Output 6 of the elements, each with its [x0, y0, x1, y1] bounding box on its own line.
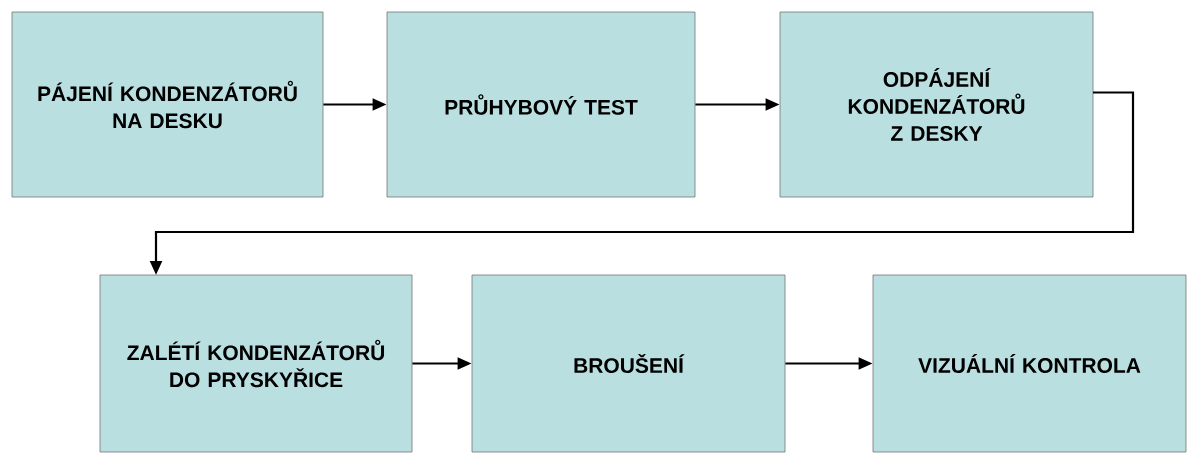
process-box: VIZUÁLNÍ KONTROLA	[872, 274, 1187, 453]
process-box: ZALÉTÍ KONDENZÁTORŮ DO PRYSKYŘICE	[99, 274, 413, 453]
process-box: BROUŠENÍ	[471, 274, 786, 453]
process-box: ODPÁJENÍ KONDENZÁTORŮ Z DESKY	[779, 11, 1094, 198]
process-box: PÁJENÍ KONDENZÁTORŮ NA DESKU	[11, 11, 324, 198]
process-box: PRŮHYBOVÝ TEST	[386, 11, 696, 198]
